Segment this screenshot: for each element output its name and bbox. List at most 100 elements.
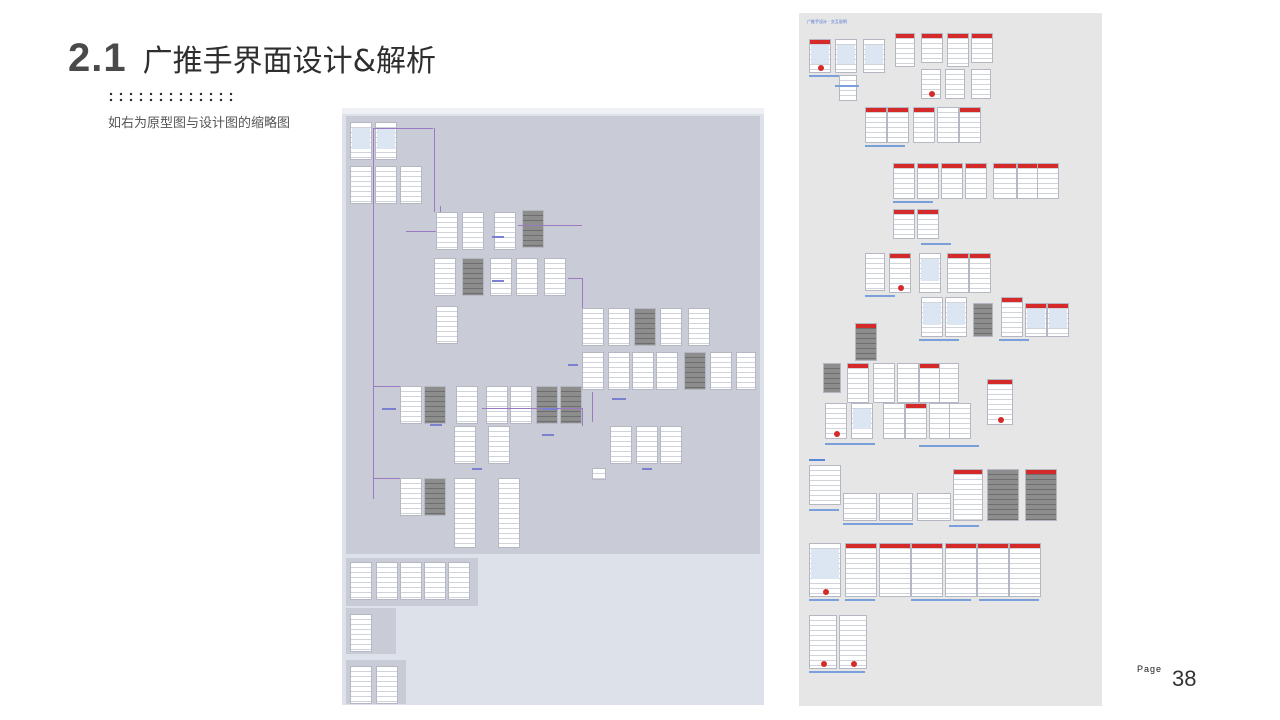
screen-thumbnail	[895, 33, 915, 67]
annotation-note	[865, 295, 895, 297]
annotation-note	[642, 468, 652, 470]
screen-thumbnail	[632, 352, 654, 390]
screen-header-bar	[960, 108, 980, 112]
screen-thumbnail	[839, 615, 867, 669]
annotation-note	[382, 408, 396, 410]
map-area	[352, 128, 370, 149]
screen-thumbnail	[400, 166, 422, 204]
annotation-note	[921, 243, 951, 245]
annotation-note	[845, 599, 875, 601]
page-label: Page	[1137, 664, 1163, 674]
annotation-note	[568, 364, 578, 366]
screen-thumbnail	[965, 163, 987, 199]
screen-header-bar	[846, 544, 876, 548]
screen-header-bar	[1018, 164, 1038, 168]
annotation-note	[472, 468, 482, 470]
screen-thumbnail	[987, 379, 1013, 425]
connector-line	[582, 278, 583, 308]
screen-thumbnail	[608, 308, 630, 346]
screen-thumbnail	[959, 107, 981, 143]
screen-thumbnail	[1037, 163, 1059, 199]
screen-header-bar	[988, 380, 1012, 384]
screen-thumbnail	[917, 209, 939, 239]
screen-thumbnail	[1047, 303, 1069, 337]
screen-thumbnail	[488, 426, 510, 464]
screen-thumbnail	[522, 210, 544, 248]
map-area	[1049, 309, 1067, 328]
annotation-note	[865, 145, 905, 147]
screen-thumbnail	[454, 478, 476, 548]
fab-icon	[929, 91, 935, 97]
screen-thumbnail	[809, 465, 841, 505]
screen-thumbnail	[987, 469, 1019, 521]
section-number: 2.1	[68, 36, 127, 80]
screen-header-bar	[946, 544, 976, 548]
screen-header-bar	[888, 108, 908, 112]
annotation-note	[825, 443, 875, 445]
screen-thumbnail	[376, 666, 398, 704]
annotation-note	[542, 408, 558, 410]
screen-thumbnail	[865, 253, 885, 291]
screen-header-bar	[948, 34, 968, 38]
screen-thumbnail	[350, 166, 372, 204]
screen-thumbnail	[969, 253, 991, 293]
screen-thumbnail	[911, 543, 943, 597]
screen-thumbnail	[839, 75, 857, 101]
screen-thumbnail	[454, 426, 476, 464]
screen-thumbnail	[845, 543, 877, 597]
screen-thumbnail	[913, 107, 935, 143]
screen-thumbnail	[634, 308, 656, 346]
annotation-note	[979, 599, 1039, 601]
screen-thumbnail	[424, 562, 446, 600]
annotation-note	[492, 280, 504, 282]
section-label-bar	[809, 459, 825, 461]
screen-thumbnail	[993, 163, 1017, 199]
screen-thumbnail	[921, 69, 941, 99]
screen-thumbnail	[893, 163, 915, 199]
map-area	[837, 45, 855, 64]
connector-line	[373, 128, 374, 498]
fab-icon	[998, 417, 1004, 423]
screen-thumbnail	[1025, 303, 1047, 337]
screen-thumbnail	[937, 107, 959, 143]
screen-thumbnail	[636, 426, 658, 464]
screen-thumbnail	[456, 386, 478, 424]
fab-icon	[898, 285, 904, 291]
screen-thumbnail	[516, 258, 538, 296]
design-board-label: 广推手设计 · 交互说明	[807, 19, 847, 24]
screen-thumbnail	[1009, 543, 1041, 597]
map-area	[377, 128, 395, 149]
screen-thumbnail	[949, 403, 971, 439]
screen-thumbnail	[736, 352, 756, 390]
screen-header-bar	[966, 164, 986, 168]
screen-thumbnail	[536, 386, 558, 424]
fab-icon	[834, 431, 840, 437]
screen-thumbnail	[863, 39, 885, 73]
screen-thumbnail	[945, 69, 965, 99]
annotation-note	[430, 424, 442, 426]
screen-thumbnail	[400, 562, 422, 600]
annotation-note	[809, 75, 839, 77]
screen-thumbnail	[486, 386, 508, 424]
screen-thumbnail	[510, 386, 532, 424]
slide-title: 2.1 广推手界面设计&解析	[68, 36, 436, 81]
screen-thumbnail	[1025, 469, 1057, 521]
annotation-note	[999, 339, 1029, 341]
screen-thumbnail	[921, 297, 943, 337]
screen-thumbnail	[498, 478, 520, 548]
screen-thumbnail	[350, 562, 372, 600]
annotation-note	[919, 445, 979, 447]
fab-icon	[818, 65, 824, 71]
screen-thumbnail	[424, 386, 446, 424]
screen-thumbnail	[582, 308, 604, 346]
screen-thumbnail	[592, 468, 606, 480]
screen-thumbnail	[879, 543, 911, 597]
screen-thumbnail	[809, 39, 831, 73]
screen-thumbnail	[660, 426, 682, 464]
annotation-note	[843, 523, 913, 525]
screen-thumbnail	[823, 363, 841, 393]
screen-header-bar	[994, 164, 1016, 168]
screen-thumbnail	[688, 308, 710, 346]
screen-thumbnail	[971, 33, 993, 63]
annotation-note	[542, 434, 554, 436]
